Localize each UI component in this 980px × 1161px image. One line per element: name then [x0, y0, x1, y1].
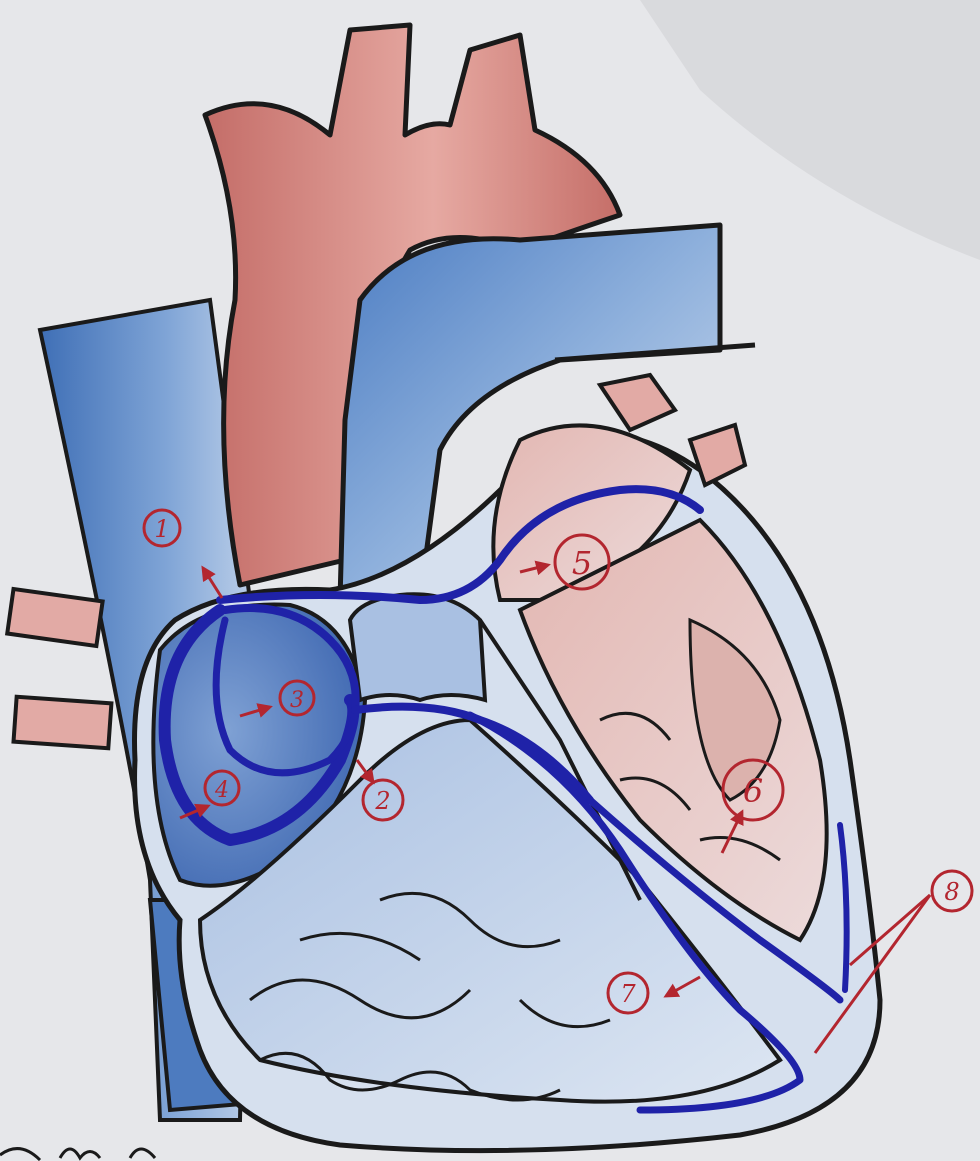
pulmonary-vein-stub-upper — [7, 589, 102, 646]
marker-8-label: 8 — [944, 878, 959, 906]
marker-6-label: 6 — [743, 772, 763, 810]
marker-3-label: 3 — [290, 688, 304, 713]
marker-2-label: 2 — [374, 787, 390, 815]
marker-4-label: 4 — [214, 778, 229, 803]
marker-1-label: 1 — [154, 515, 169, 543]
marker-7-label: 7 — [620, 980, 636, 1008]
pulmonary-vein-stub-lower — [14, 697, 112, 749]
tricuspid-valve — [350, 594, 485, 700]
marker-5-label: 5 — [572, 544, 592, 582]
